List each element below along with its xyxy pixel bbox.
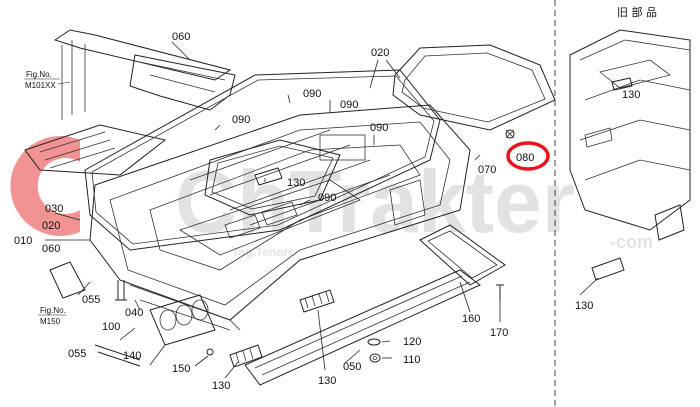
roof-panel-070 xyxy=(392,44,556,131)
nut-110 xyxy=(369,353,381,363)
label-110: 110 xyxy=(403,354,421,366)
watermark-right-text: -com xyxy=(610,232,653,252)
label-100: 100 xyxy=(102,321,120,333)
bolt-170 xyxy=(496,284,504,300)
fig-ref-top: Fig.No. M101XX xyxy=(24,70,71,90)
label-055-upper: 055 xyxy=(82,294,100,306)
label-130-old-lower: 130 xyxy=(575,300,593,312)
lamp-unit-140 xyxy=(149,294,216,346)
clip-080 xyxy=(505,129,515,139)
fig-ref-top-line2: M101XX xyxy=(25,81,56,90)
highlight-circle xyxy=(506,141,550,171)
label-130-old-upper: 130 xyxy=(622,89,640,101)
vent-louver-130-c xyxy=(229,344,263,368)
label-030: 030 xyxy=(45,203,63,215)
label-090-c: 090 xyxy=(340,99,358,111)
label-050: 050 xyxy=(343,361,361,373)
label-070: 070 xyxy=(478,164,496,176)
highlight-080: 080 xyxy=(506,141,550,171)
label-090-d: 090 xyxy=(370,122,388,134)
label-130-inner: 130 xyxy=(287,177,305,189)
inner-ring-090 xyxy=(204,139,341,216)
label-040: 040 xyxy=(125,307,143,319)
watermark-c-shape xyxy=(10,135,80,236)
left-panel-030 xyxy=(24,124,167,176)
old-parts-view xyxy=(569,29,691,281)
label-130-lower-mid: 130 xyxy=(318,375,336,387)
label-080: 080 xyxy=(516,152,534,164)
label-170: 170 xyxy=(490,327,508,339)
washer-120 xyxy=(367,338,381,346)
leader-lines xyxy=(45,41,599,379)
tray-160 xyxy=(419,224,506,286)
old-parts-label: 旧 部 品 xyxy=(617,5,657,19)
old-louver-130-c xyxy=(591,257,625,281)
label-120: 120 xyxy=(403,336,421,348)
fig-ref-bottom-line2: M150 xyxy=(40,317,61,326)
fig-ref-bottom-line1: Fig.No. xyxy=(40,306,66,315)
label-010: 010 xyxy=(14,235,32,247)
label-130-lower-left: 130 xyxy=(212,380,230,392)
screw-150 xyxy=(206,348,214,356)
label-060-upper: 060 xyxy=(172,31,190,43)
label-060-lower: 060 xyxy=(42,243,60,255)
part-labels: 060 020 090 090 090 090 090 070 130 030 … xyxy=(14,31,640,392)
label-160: 160 xyxy=(462,313,480,325)
label-090-e: 090 xyxy=(318,192,336,204)
label-055-lower: 055 xyxy=(68,348,86,360)
fig-ref-top-line1: Fig.No. xyxy=(26,70,52,79)
label-020-upper: 020 xyxy=(371,47,389,59)
label-020-lower: 020 xyxy=(42,220,60,232)
old-louver-130-b xyxy=(654,204,685,241)
label-140: 140 xyxy=(123,350,141,362)
strip-055-lower xyxy=(94,344,141,367)
seal-ring-020 xyxy=(84,69,441,251)
old-louver-130-a xyxy=(611,77,633,91)
label-090-a: 090 xyxy=(303,88,321,100)
vent-louver-130-a xyxy=(254,167,283,186)
canopy-body xyxy=(89,104,471,331)
label-090-b: 090 xyxy=(232,114,250,126)
gasket-055-upper xyxy=(49,261,86,299)
vent-louver-130-b xyxy=(299,289,335,313)
bracket-040 xyxy=(115,280,127,301)
fig-ref-bottom: Fig.No. M150 xyxy=(38,306,66,326)
watermark-subtext: Tag.Tenorc xyxy=(232,245,295,259)
label-150: 150 xyxy=(172,363,190,375)
lower-panel-050 xyxy=(244,269,481,386)
rear-frame-top xyxy=(53,29,236,120)
